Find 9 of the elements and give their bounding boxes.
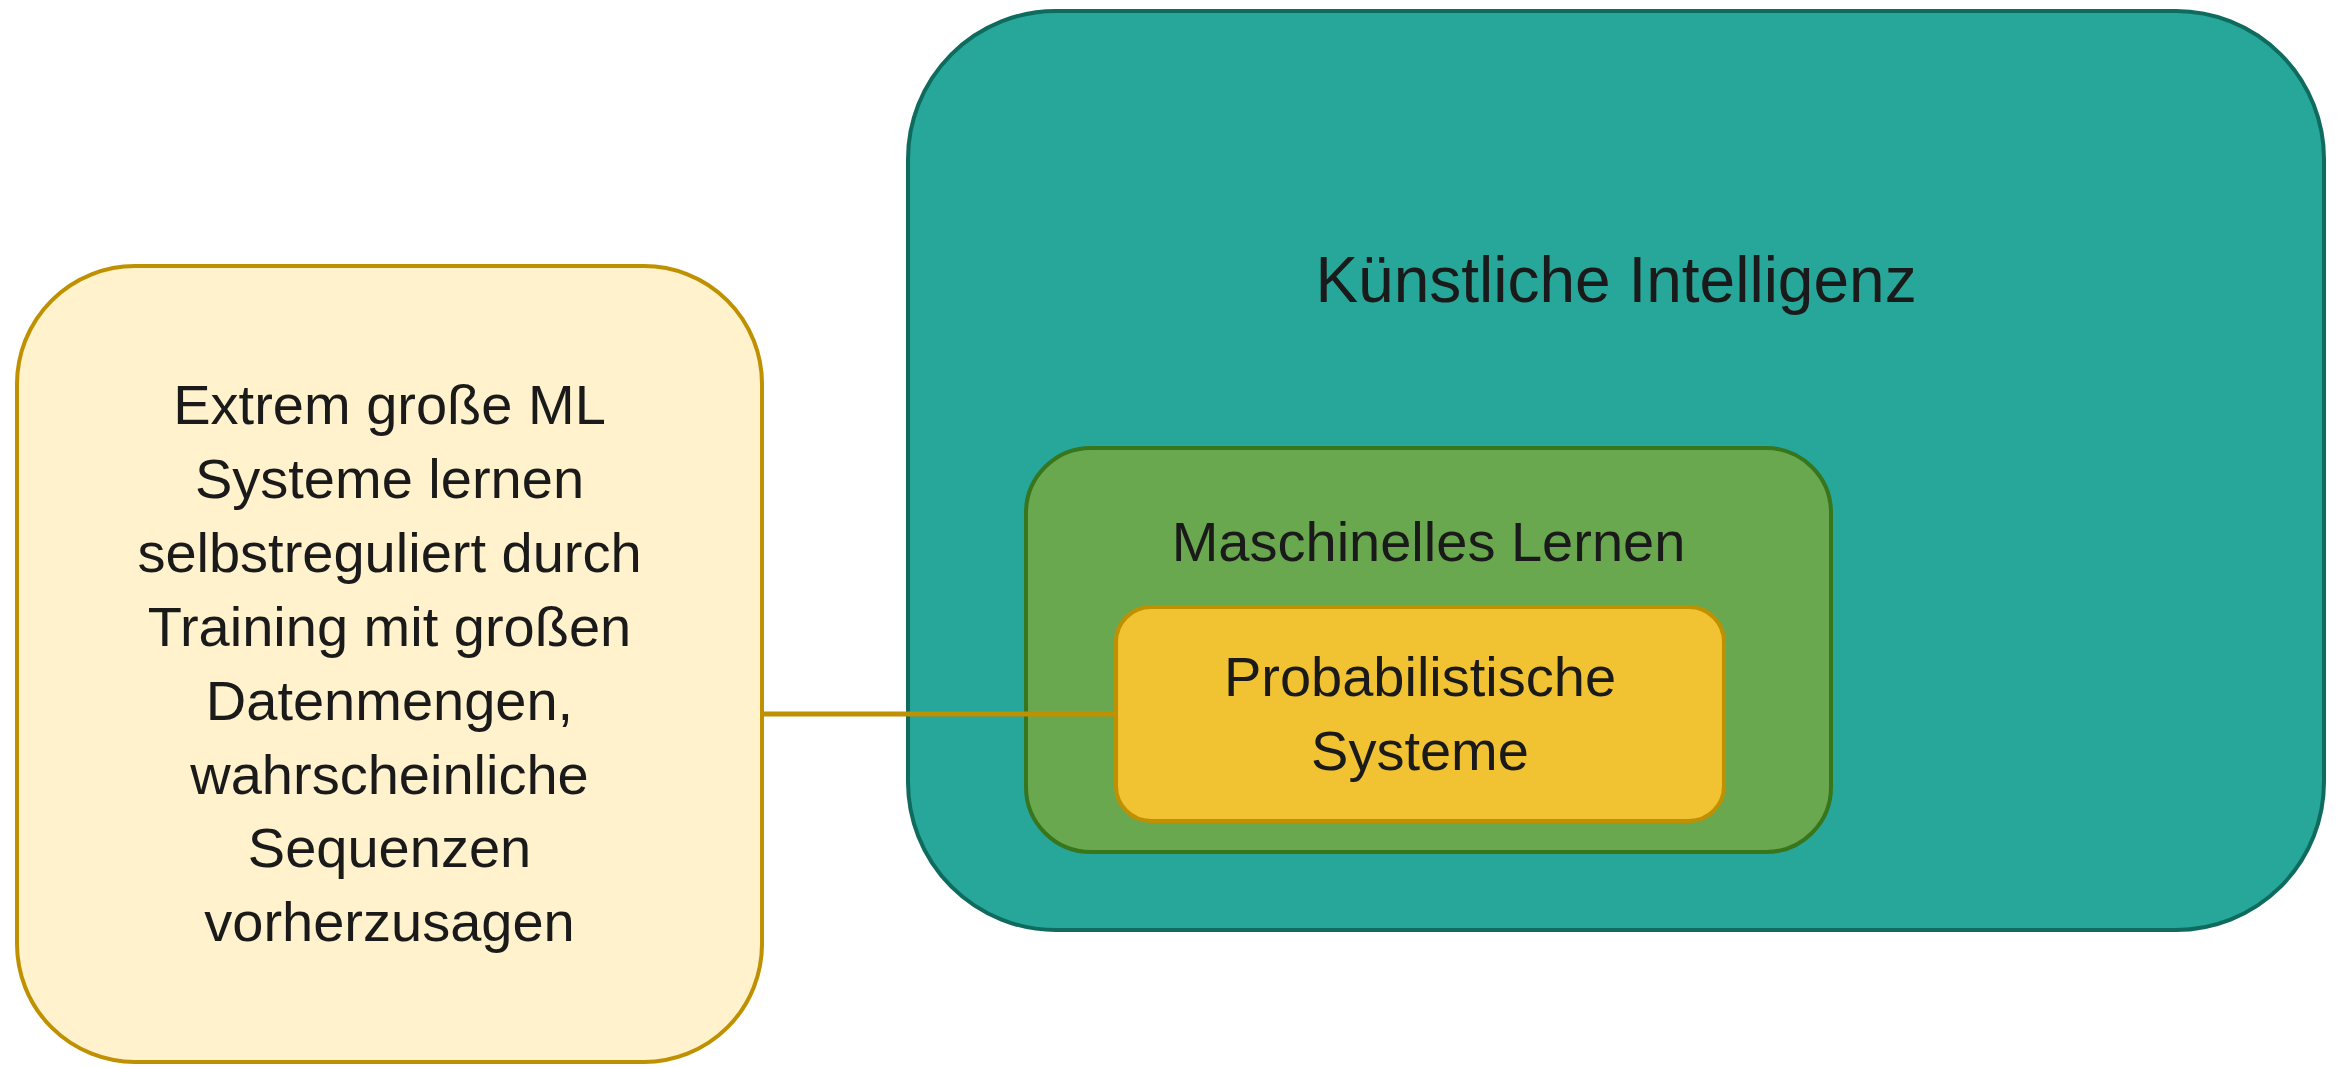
node-label: Künstliche Intelligenz — [1314, 243, 1918, 318]
node-label: Maschinelles Lernen — [1170, 509, 1687, 575]
outer-region — [906, 9, 2326, 932]
middle-region — [1024, 446, 1833, 854]
node-label: Extrem große ML Systeme lernen selbstreguliert durch Training mit großen Datenmengen, wahrscheinliche Sequenzen vorherzusagen — [136, 372, 643, 956]
description-box — [15, 264, 764, 1064]
inner-region — [1114, 605, 1726, 823]
node-label: Probabilistische Systeme — [1222, 644, 1618, 784]
connector-line — [764, 711, 1114, 717]
